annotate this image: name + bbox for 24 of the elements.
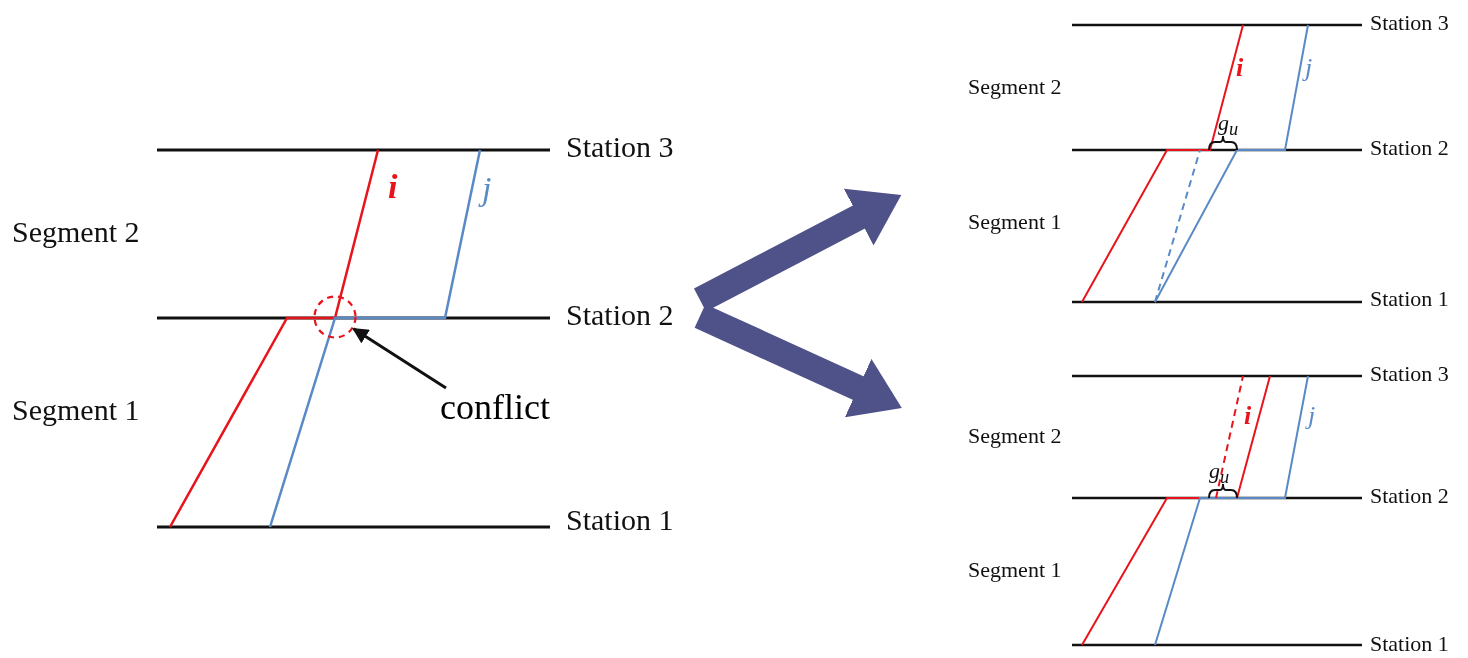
station-label: Station 1 — [1370, 287, 1449, 312]
station-label: Station 3 — [566, 130, 674, 163]
station-label: Station 3 — [1370, 11, 1449, 36]
segment-label: Segment 1 — [968, 558, 1062, 583]
train-label: i — [1244, 402, 1252, 431]
segment-label: Segment 2 — [12, 215, 140, 248]
conflict-label: conflict — [440, 388, 590, 428]
segment-label: Segment 1 — [968, 210, 1062, 235]
gap-symbol: g$_{u}$ — [1218, 113, 1239, 138]
conflict-circle — [313, 295, 357, 339]
station-label: Station 2 — [566, 298, 674, 331]
gap-symbol: g$_{u}$ — [1209, 461, 1230, 486]
station-label: Station 2 — [1370, 484, 1449, 509]
train-label: i — [388, 168, 398, 206]
segment-label: Segment 1 — [12, 393, 140, 426]
station-label: Station 2 — [1370, 136, 1449, 161]
segment-label: Segment 2 — [968, 75, 1062, 100]
train-label: i — [1236, 54, 1244, 83]
station-label: Station 1 — [566, 503, 674, 536]
block-arrow — [694, 304, 902, 418]
leader-arrow — [352, 327, 447, 390]
segment-label: Segment 2 — [968, 424, 1062, 449]
station-label: Station 3 — [1370, 362, 1449, 387]
station-label: Station 1 — [1370, 632, 1449, 657]
